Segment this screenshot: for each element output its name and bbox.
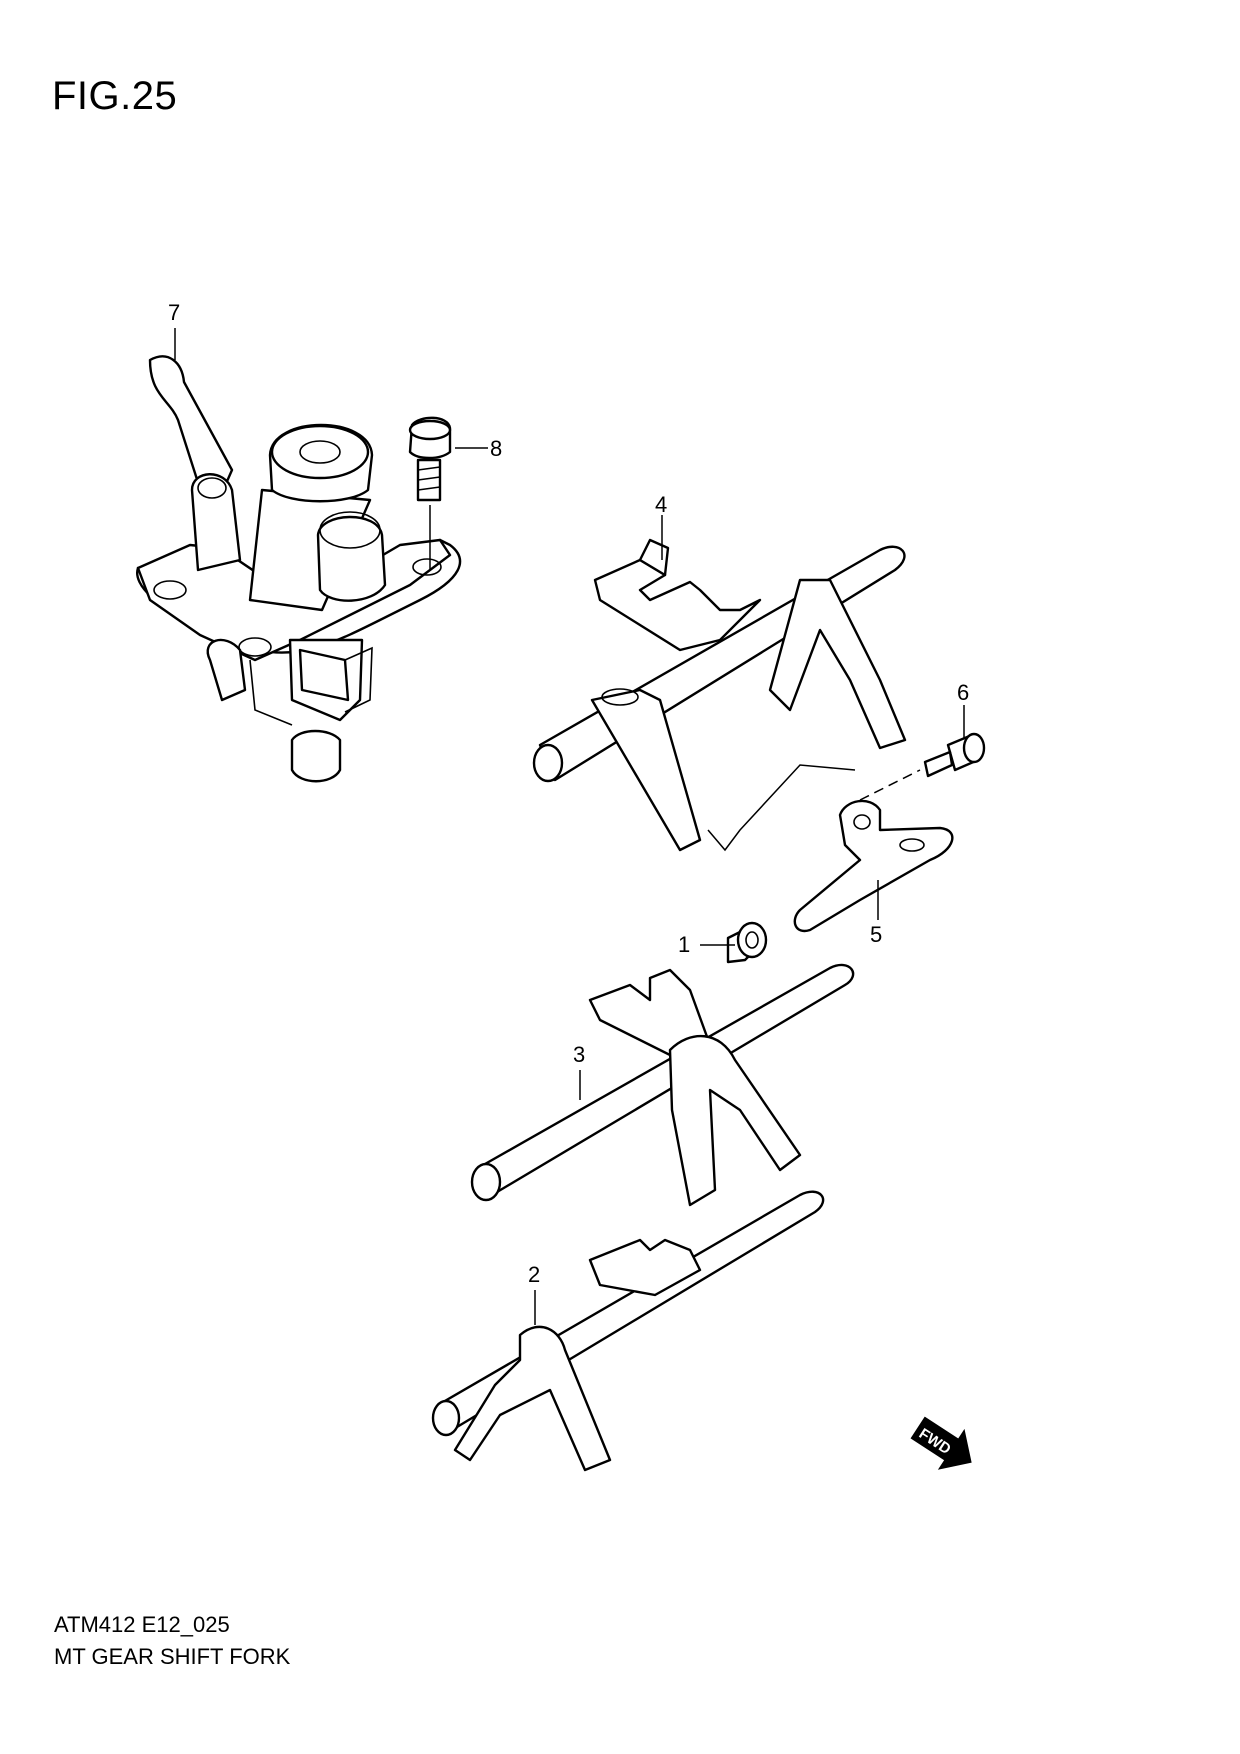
callout-1: 1: [678, 932, 690, 957]
part-3-middle-shift-fork: [470, 963, 855, 1207]
part-2-lower-shift-fork: [431, 1190, 825, 1472]
figure-name: MT GEAR SHIFT FORK: [54, 1644, 291, 1669]
callout-7: 7: [168, 300, 180, 325]
part-8-bolt: [408, 416, 452, 502]
callout-4: 4: [655, 492, 667, 517]
figure-code: ATM412 E12_025: [54, 1612, 230, 1637]
part-5-interlock-plate: [793, 799, 954, 933]
figure-title: FIG.25: [52, 74, 178, 118]
callout-labels: 7 8 4 6 5 1 3 2: [168, 300, 969, 1287]
callout-2: 2: [528, 1262, 540, 1287]
part-4-upper-shift-fork: [532, 538, 907, 852]
fwd-arrow-icon: FWD: [910, 1416, 972, 1470]
part-7-shift-control-housing: [136, 355, 462, 783]
callout-5: 5: [870, 922, 882, 947]
leader-lines: [174, 328, 965, 1325]
callout-6: 6: [957, 680, 969, 705]
callout-3: 3: [573, 1042, 585, 1067]
part-6-small-bolt: [923, 732, 986, 778]
callout-8: 8: [490, 436, 502, 461]
part-1-bush: [726, 921, 768, 964]
